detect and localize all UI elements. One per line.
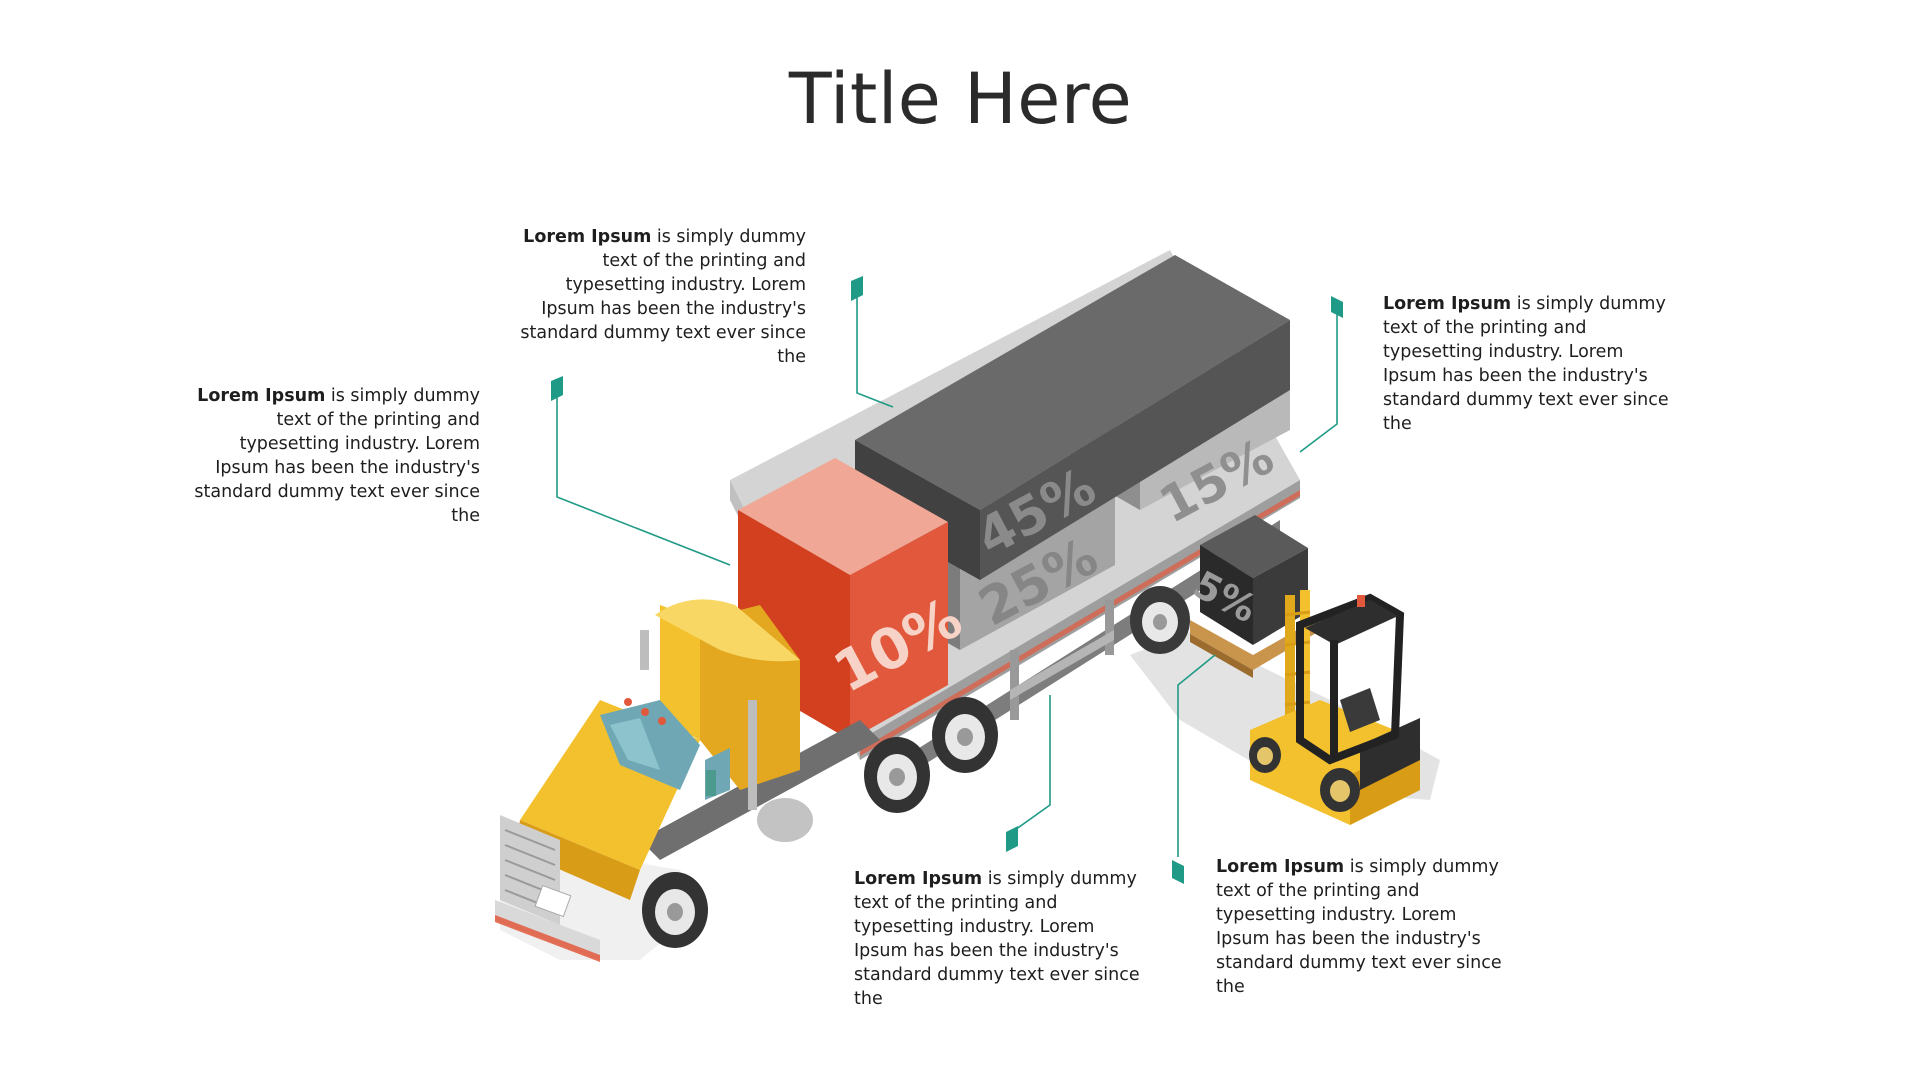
callout-text-top: Lorem Ipsum is simply dummy text of the … (516, 225, 806, 369)
callout-bold: Lorem Ipsum (197, 386, 326, 406)
marker-5-icon (1172, 860, 1184, 884)
marker-3-icon (1331, 296, 1343, 318)
callout-bold: Lorem Ipsum (854, 869, 983, 889)
page-title: Title Here (788, 58, 1133, 140)
callout-text-right: Lorem Ipsum is simply dummy text of the … (1383, 292, 1673, 436)
callout-bold: Lorem Ipsum (1216, 857, 1345, 877)
callout-body: is simply dummy text of the printing and… (1216, 857, 1502, 997)
connector-4 (1014, 695, 1051, 831)
segment-box-5 (1190, 515, 1318, 678)
callout-text-left: Lorem Ipsum is simply dummy text of the … (190, 384, 480, 528)
connector-5 (1177, 654, 1216, 857)
callout-body: is simply dummy text of the printing and… (854, 869, 1140, 1009)
callout-text-bottom-right: Lorem Ipsum is simply dummy text of the … (1216, 855, 1506, 999)
callout-bold: Lorem Ipsum (1383, 294, 1512, 314)
callout-bold: Lorem Ipsum (523, 227, 652, 247)
callout-body: is simply dummy text of the printing and… (194, 386, 480, 526)
connector-2 (856, 285, 894, 408)
callout-connectors (556, 285, 1338, 857)
segment-box-10 (738, 458, 948, 740)
trailer-wheels (1130, 586, 1190, 654)
truck-cab (495, 599, 880, 962)
connector-3 (1299, 305, 1338, 453)
connector-1 (556, 385, 731, 566)
marker-1-icon (551, 376, 563, 401)
callout-markers (551, 276, 1343, 884)
callout-text-bottom-middle: Lorem Ipsum is simply dummy text of the … (854, 867, 1144, 1011)
marker-4-icon (1006, 826, 1018, 852)
callout-body: is simply dummy text of the printing and… (1383, 294, 1669, 434)
forklift (1249, 590, 1420, 825)
callout-body: is simply dummy text of the printing and… (520, 227, 806, 367)
cab-wheels (642, 697, 998, 948)
marker-2-icon (851, 276, 863, 301)
